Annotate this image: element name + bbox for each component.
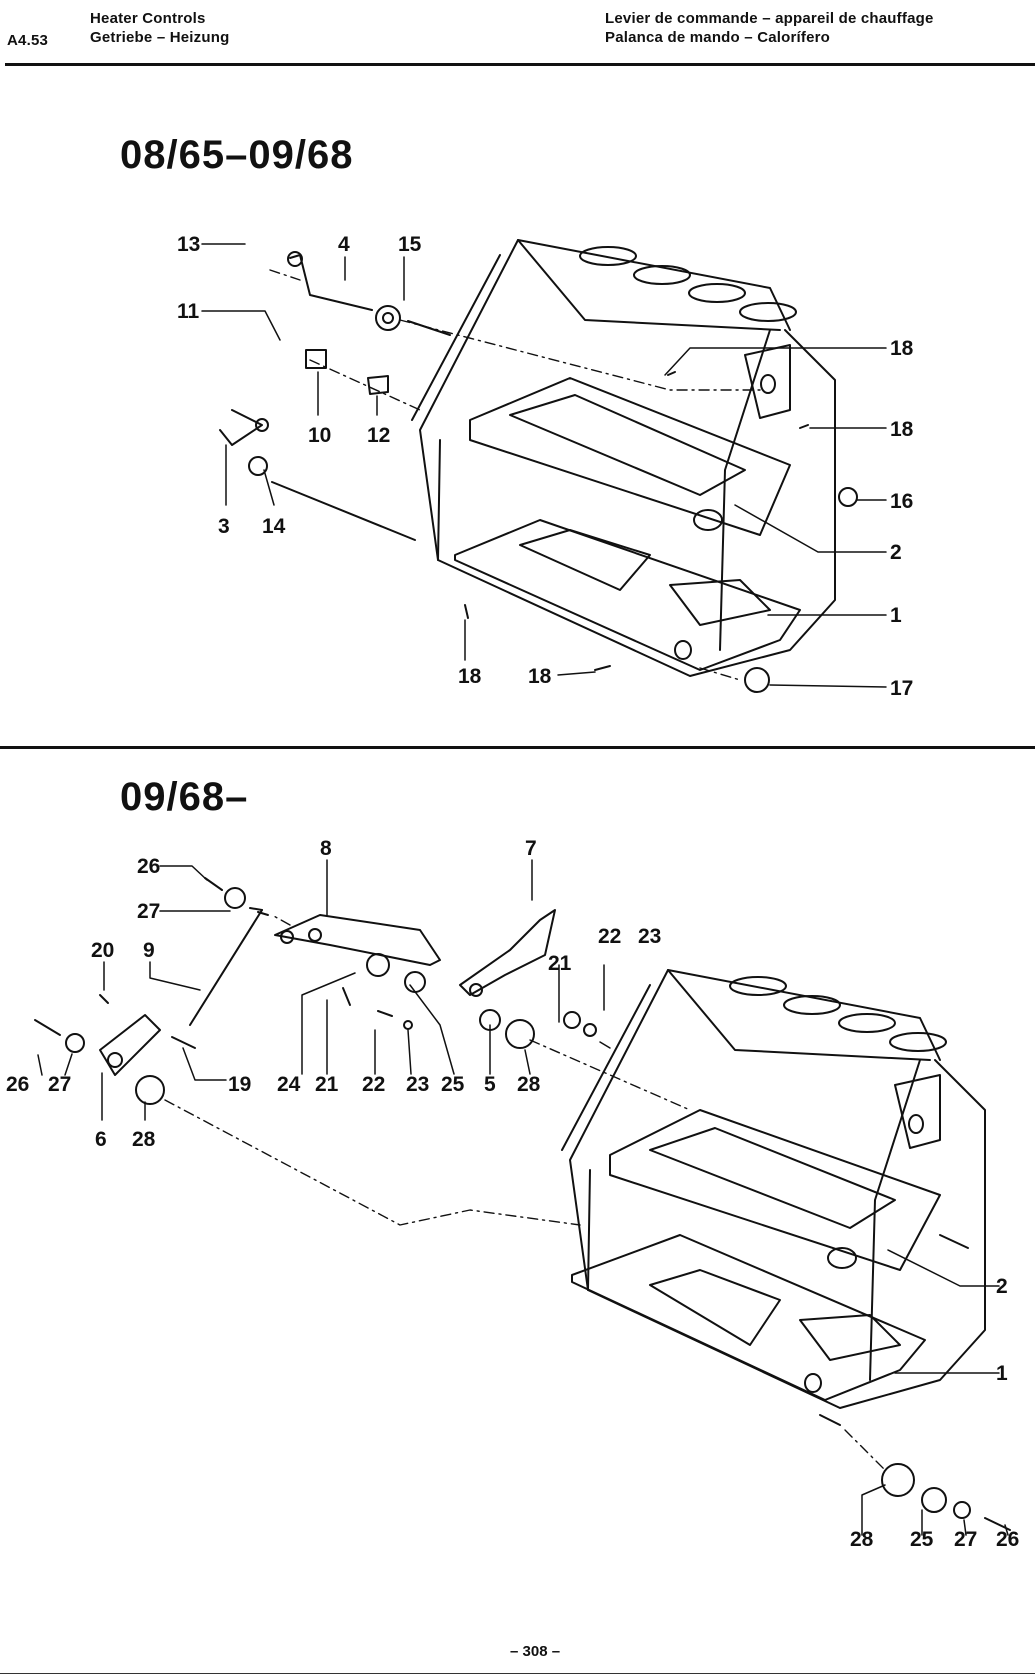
callouts-section-2: 8 7 26 27 20 9 21 22 23 26 27 6 28 19 24…: [6, 837, 1019, 1551]
callout-18-d: 18: [528, 665, 552, 688]
header-left-line-1: Heater Controls: [90, 10, 206, 27]
callout-15: 15: [398, 233, 422, 256]
callout-18-c: 18: [458, 665, 482, 688]
callout-4: 4: [338, 233, 350, 256]
callout-21-a: 21: [548, 952, 572, 975]
callouts-section-1: 13 4 15 11 10 12 3 14 18 18 16 2 1 18 18…: [177, 233, 914, 700]
callout-10: 10: [308, 424, 331, 447]
callout-27-c: 27: [954, 1528, 977, 1551]
callout-18-a: 18: [890, 337, 914, 360]
callout-6: 6: [95, 1128, 107, 1151]
callout-12: 12: [367, 424, 390, 447]
callout-26-b: 26: [6, 1073, 29, 1096]
callout-28-b: 28: [517, 1073, 541, 1096]
callout-13: 13: [177, 233, 200, 256]
callout-20: 20: [91, 939, 114, 962]
callout-22-a: 22: [598, 925, 621, 948]
flap-upper-2: [609, 1109, 969, 1271]
page-number: – 308 –: [510, 1643, 561, 1660]
callout-16: 16: [890, 490, 913, 513]
small-parts-2: [34, 877, 1011, 1531]
header-right-line-1: Levier de commande – appareil de chauffa…: [605, 10, 934, 27]
page-code: A4.53: [7, 32, 49, 49]
section-1-title: 08/65–09/68: [120, 133, 354, 177]
heater-box-1: [411, 239, 836, 677]
header-right-line-2: Palanca de mando – Calorífero: [605, 29, 831, 46]
callout-21-b: 21: [315, 1073, 339, 1096]
callout-23-b: 23: [406, 1073, 429, 1096]
callout-28-a: 28: [132, 1128, 156, 1151]
header-divider: [5, 63, 1035, 66]
callout-25-a: 25: [441, 1073, 465, 1096]
header-left-titles: Heater Controls Getriebe – Heizung: [90, 9, 229, 47]
header-left-line-2: Getriebe – Heizung: [90, 29, 230, 46]
callout-18-b: 18: [890, 418, 914, 441]
flap-lower-2: [571, 1234, 926, 1426]
callout-5: 5: [484, 1073, 496, 1096]
bottom-edge-line: [0, 1673, 1035, 1674]
heater-box-2: [561, 969, 986, 1409]
callout-2: 2: [996, 1275, 1008, 1298]
callout-11: 11: [177, 300, 200, 323]
leaders-1: [201, 243, 887, 688]
section-2-title: 09/68–: [120, 775, 249, 819]
alignment-lines-2: [164, 914, 886, 1471]
callout-28-c: 28: [850, 1528, 874, 1551]
callout-26-c: 26: [996, 1528, 1019, 1551]
callout-14: 14: [262, 515, 286, 538]
callout-23-a: 23: [638, 925, 661, 948]
small-parts-1: [219, 251, 858, 693]
callout-27-b: 27: [48, 1073, 71, 1096]
callout-26-a: 26: [137, 855, 160, 878]
callout-1: 1: [996, 1362, 1008, 1385]
header-right-titles: Levier de commande – appareil de chauffa…: [605, 9, 934, 47]
section-divider: [0, 746, 1035, 749]
callout-19: 19: [228, 1073, 251, 1096]
alignment-lines-1: [269, 269, 761, 681]
flap-upper-1: [469, 377, 791, 536]
flap-lower-1: [454, 519, 801, 671]
callout-2: 2: [890, 541, 902, 564]
callout-25-b: 25: [910, 1528, 934, 1551]
callout-8: 8: [320, 837, 332, 860]
callout-22-b: 22: [362, 1073, 385, 1096]
callout-7: 7: [525, 837, 537, 860]
callout-9: 9: [143, 939, 155, 962]
leaders-2: [37, 859, 1009, 1536]
callout-27-a: 27: [137, 900, 160, 923]
callout-24: 24: [277, 1073, 301, 1096]
callout-3: 3: [218, 515, 230, 538]
callout-17: 17: [890, 677, 913, 700]
callout-1: 1: [890, 604, 902, 627]
